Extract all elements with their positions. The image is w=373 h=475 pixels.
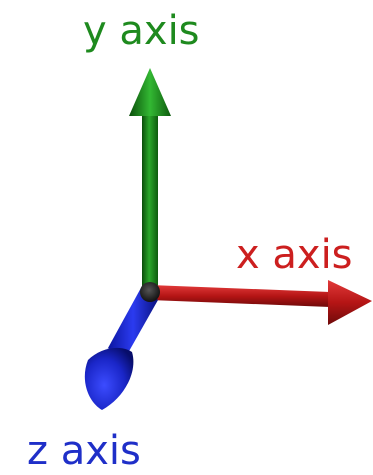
z-axis-shaft: [108, 286, 158, 360]
y-axis-shaft: [142, 112, 158, 292]
z-axis-arrow: [84, 286, 158, 410]
y-axis-arrowhead: [129, 68, 171, 116]
z-axis-label: z axis: [27, 428, 141, 474]
x-axis-label: x axis: [236, 232, 353, 278]
y-axis-label: y axis: [83, 8, 200, 54]
z-axis-arrowhead: [84, 347, 134, 410]
y-axis-arrow: [129, 68, 171, 292]
origin-joint: [140, 282, 160, 302]
x-axis-arrow: [150, 280, 372, 325]
x-axis-arrowhead: [328, 280, 372, 325]
x-axis-shaft: [150, 285, 330, 307]
